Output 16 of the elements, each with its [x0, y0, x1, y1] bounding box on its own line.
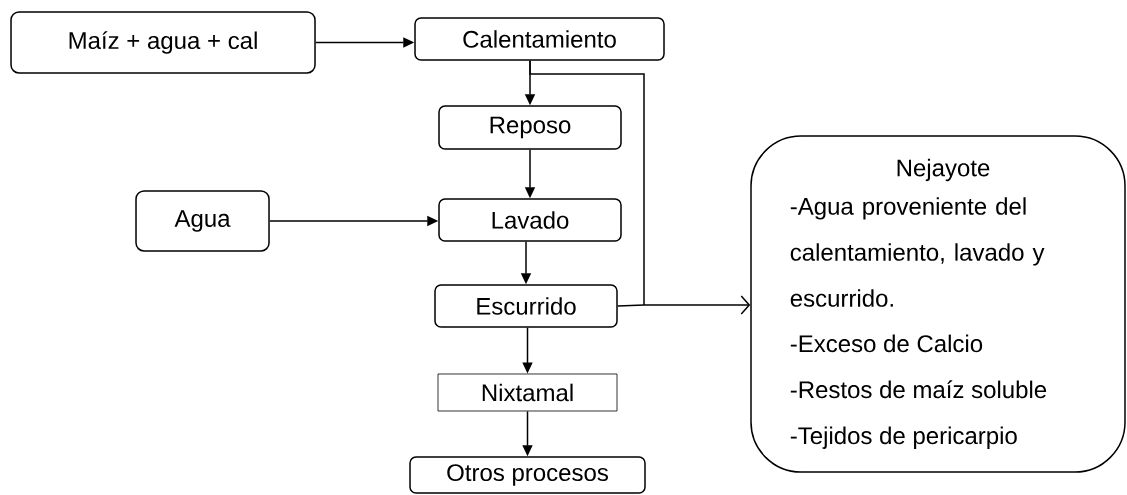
process-box: Reposo	[438, 105, 622, 150]
list-item: -Agua proveniente del calentamiento, lavado y escurrido.	[790, 197, 1045, 307]
list-item: -Tejidos de pericarpio	[790, 426, 1017, 449]
list-item: -Exceso de Calcio	[790, 334, 983, 353]
connector-line	[617, 304, 645, 307]
process-box: Maíz + agua + cal	[10, 11, 316, 74]
list-item: -Restos de maíz soluble	[790, 380, 1047, 399]
process-box: Calentamiento	[414, 17, 665, 61]
process-box: Otros procesos	[409, 456, 646, 494]
box-heading: Nejayote	[897, 158, 990, 182]
arrow	[643, 295, 751, 315]
process-box: Agua	[135, 190, 270, 252]
process-box: Nixtamal	[437, 373, 618, 412]
connector-line	[529, 60, 645, 306]
process-box: Lavado	[438, 198, 622, 242]
process-box: Escurrido	[434, 284, 618, 328]
